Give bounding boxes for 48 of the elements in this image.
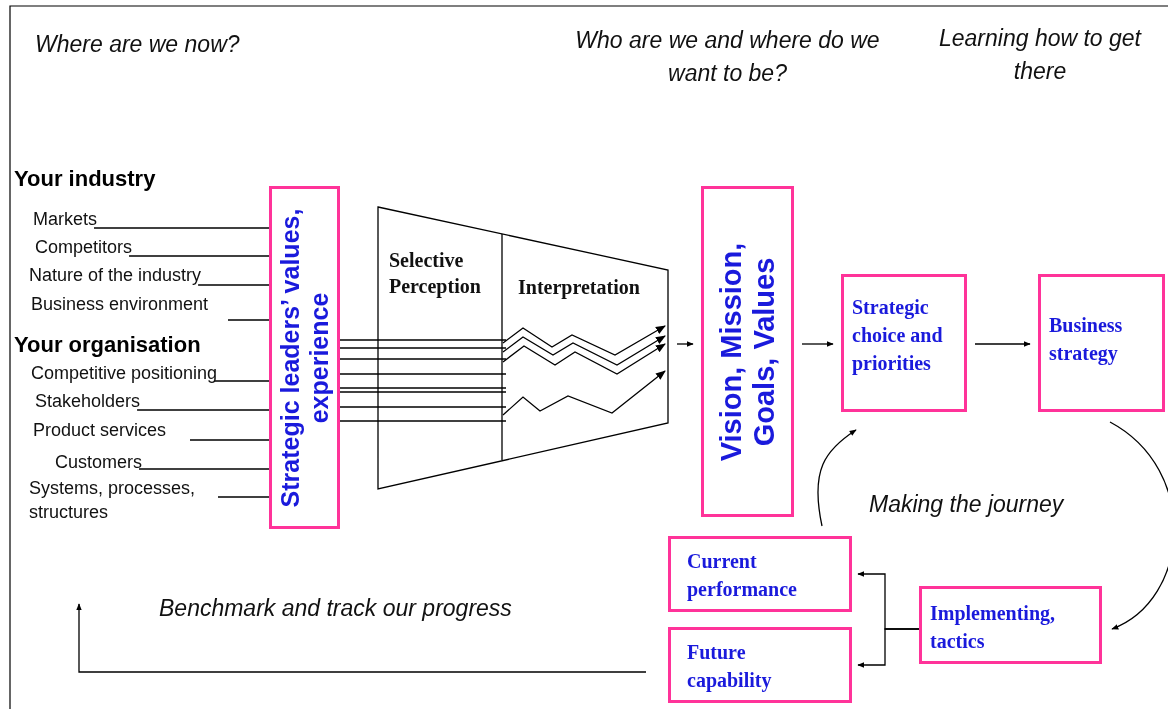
arrow: [801, 341, 834, 347]
process-box: [1038, 274, 1165, 412]
funnel-text: Selective Perception: [389, 248, 482, 299]
box-text: Implementing, tactics: [930, 601, 1056, 654]
note-text: Who are we and where do we want to be?: [575, 26, 880, 88]
leader-line: [189, 439, 270, 441]
list-item: Nature of the industry: [29, 263, 202, 287]
funnel-text: Interpretation: [518, 275, 641, 300]
leader-line: [227, 319, 270, 321]
list-item: Product services: [33, 418, 167, 442]
rotated-text: Vision, Mission, Goals, Values: [714, 241, 781, 463]
arrow: [1109, 421, 1168, 630]
process-box: [841, 274, 967, 412]
process-box: [668, 627, 852, 703]
arrow: [817, 429, 857, 527]
box-text: Business strategy: [1049, 313, 1124, 367]
box-text: Current performance: [687, 549, 798, 603]
note-text: Where are we now?: [35, 30, 240, 59]
leader-line: [217, 496, 270, 498]
leader-line: [128, 255, 270, 257]
process-box: [668, 536, 852, 612]
list-item: Systems, processes, structures: [29, 476, 221, 524]
box-text: Strategic choice and priorities: [852, 295, 944, 377]
leader-line: [138, 468, 270, 470]
rotated-label-box: [269, 186, 340, 529]
note-text: Making the journey: [869, 490, 1064, 519]
note-text: Learning how to get there: [937, 24, 1143, 86]
note-text: Benchmark and track our progress: [159, 594, 512, 623]
arrow: [676, 341, 694, 347]
leader-line: [136, 409, 270, 411]
list-item: Markets: [33, 207, 97, 231]
arrow: [76, 603, 647, 673]
group-heading: Your organisation: [14, 332, 201, 358]
list-item: Customers: [55, 450, 143, 474]
list-item: Competitive positioning: [31, 361, 218, 385]
leader-line: [197, 284, 270, 286]
list-item: Competitors: [35, 235, 133, 259]
list-item: Business environment: [31, 292, 209, 316]
process-box: [919, 586, 1102, 664]
box-text: Future capability: [687, 640, 773, 694]
leader-line: [213, 380, 270, 382]
arrow: [974, 341, 1031, 347]
arrow: [857, 628, 920, 668]
group-heading: Your industry: [14, 166, 156, 192]
list-item: Stakeholders: [35, 389, 141, 413]
leader-line: [93, 227, 270, 229]
rotated-text: Strategic leaders’ values, experience: [275, 207, 334, 509]
rotated-label-box: [701, 186, 794, 517]
